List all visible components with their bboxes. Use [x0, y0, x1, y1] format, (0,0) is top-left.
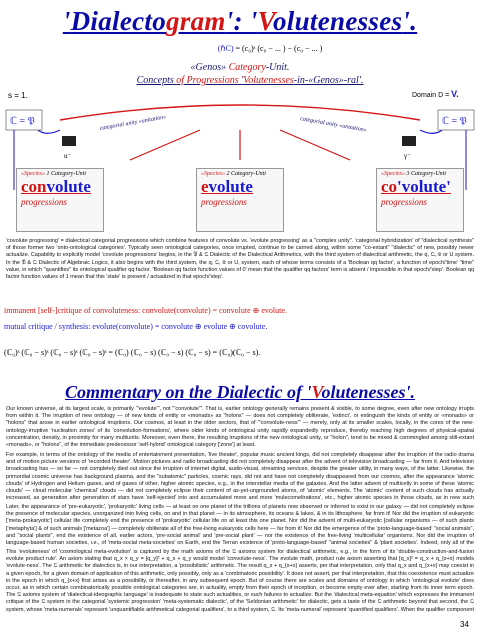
immanent-critique-formula: immanent [self-]critique of convolutenes… [4, 306, 287, 315]
center-arrow-right [279, 129, 351, 161]
species-card-convolute: «Species» 1 Category-Unit convolute prog… [16, 168, 104, 232]
left-c-box [5, 109, 43, 131]
right-u-label: γ⁻ [403, 152, 411, 160]
commentary-paragraph-3: Later, the appearance of 'pre-eukaryotic… [6, 504, 474, 547]
commentary-paragraph-4: This 'evoluteness' of 'cosmological meta… [6, 549, 474, 614]
center-arrow-left [129, 129, 201, 161]
card-convolute-title: convolute [21, 177, 91, 196]
card-evolute-title: evolute [201, 177, 253, 196]
domain-label: Domain D = V. [412, 89, 459, 99]
right-unity-label: categorial unity «unitation» [300, 116, 367, 134]
card-covolute-title: co'volute' [381, 177, 451, 196]
covolute-explanation-paragraph: 'covolute progressing' = dialectical cat… [6, 238, 474, 281]
top-arc [59, 104, 421, 121]
genos-line: «Genos» Category-Unit. [190, 62, 290, 73]
page-title: 'Dialectogram': 'Volutenesses'. [62, 6, 418, 36]
s-equals-label: s = 1. [8, 91, 28, 100]
left-unity-label: categorial unity «unitation» [99, 114, 166, 132]
commentary-paragraph-2: For example, in terms of the ontology of… [6, 452, 474, 502]
right-node [402, 136, 416, 146]
species-card-covolute: «Species» 3 Category-Unit co'volute' pro… [376, 168, 464, 232]
dialectogram-diagram: ℂ = 𝔓 ℂ = 𝔓 categorial unity «unitation»… [5, 104, 475, 190]
right-c-box [437, 109, 475, 131]
top-formula: (ℏC) = (c₀)ˢ (c₀ − ... ) − (c₀ − ... ) [217, 44, 323, 53]
title-word2-part1: V [257, 6, 273, 36]
mutual-critique-formula: mutual critique / synthesis: evolute(con… [4, 322, 268, 331]
title-word1-part2: gram [166, 6, 226, 36]
title-word1-part1: Dialecto [70, 6, 166, 36]
expanded-formula: (ℂ₀)ˢ (ℂ₀ − s)ˢ (ℂ₀ − s)ˢ (ℂ₀ − s)ˢ = (ℂ… [4, 348, 261, 357]
species-card-evolute: «Species» 2 Category-Unit evolute progre… [196, 168, 284, 232]
commentary-paragraph-1: Our known universe, at its largest scale… [6, 406, 474, 449]
left-u-label: u⁻ [64, 152, 72, 160]
card-evolute-progressions: progressions [201, 197, 247, 207]
commentary-heading: Commentary on the Dialectic of 'Volutene… [64, 382, 416, 402]
title-word2-part2: olutenesses [273, 6, 403, 36]
left-c-symbol: ℂ = 𝔓 [10, 116, 35, 127]
card-covolute-progressions: progressions [381, 197, 427, 207]
page-number: 34 [460, 620, 469, 629]
card-convolute-progressions: progressions [21, 197, 67, 207]
left-node [62, 136, 76, 146]
concepts-line: Concepts of Progressions 'Volutenesses-i… [136, 75, 364, 86]
right-c-symbol: ℂ = 𝔓 [442, 116, 467, 127]
